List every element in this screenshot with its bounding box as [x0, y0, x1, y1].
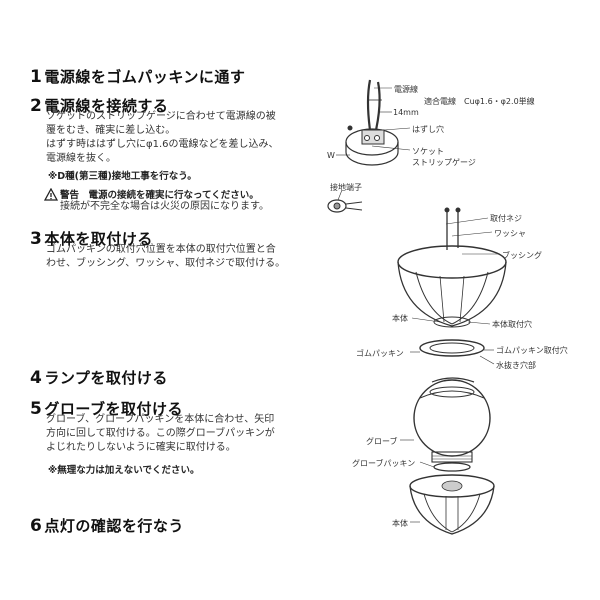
- warning-title: 警告 電源の接続を確実に行なってください。: [60, 190, 259, 201]
- label-body-lower: 本体: [392, 519, 408, 528]
- step-2-body: ソケットのストリップゲージに合わせて電源線の被 覆をむき、確実に差し込む。 はず…: [46, 110, 279, 166]
- globe-packing: [419, 461, 471, 472]
- step-4-text: ランプを取付ける: [44, 369, 168, 387]
- globe: [400, 377, 491, 463]
- label-packing-hole: ゴムパッキン取付穴: [496, 346, 568, 355]
- step-5-number: 5: [30, 399, 43, 419]
- step-3-text: 本体を取付ける: [44, 230, 153, 248]
- label-globe: グローブ: [366, 437, 398, 446]
- step-2-line: ソケットのストリップゲージに合わせて電源線の被: [46, 111, 276, 122]
- label-mount-screw: 取付ネジ: [490, 214, 522, 223]
- step-3-number: 3: [30, 229, 43, 249]
- label-ground-terminal: 接地端子: [330, 183, 362, 192]
- step-2-note: ※D種(第三種)接地工事を行なう。: [48, 171, 197, 182]
- label-strip-length: 14mm: [393, 108, 419, 117]
- warning-text: 接続が不完全な場合は火災の原因になります。: [60, 201, 269, 212]
- upper-body: [397, 207, 507, 328]
- rubber-packing: [410, 339, 495, 365]
- label-power-wire: 電源線: [394, 85, 418, 94]
- step-2-line: 電源線を抜く。: [46, 153, 116, 164]
- ground-terminal-detail: [327, 189, 363, 213]
- label-washer: ワッシャ: [494, 229, 526, 238]
- step-6-number: 6: [30, 516, 43, 536]
- label-release-hole: はずし穴: [412, 125, 444, 134]
- label-globe-packing: グローブパッキン: [352, 459, 416, 468]
- step-3-body: ゴムパッキンの取付穴位置を本体の取付穴位置と合 わせ、ブッシング、ワッシャ、取付…: [46, 243, 285, 271]
- lower-body: [409, 474, 495, 535]
- label-socket: ソケット: [412, 147, 444, 156]
- step-5-line: 方向に回して取付ける。この際グローブパッキンが: [46, 428, 275, 439]
- step-6-text: 点灯の確認を行なう: [44, 517, 184, 535]
- label-body: 本体: [392, 314, 408, 323]
- step-3-line: ゴムパッキンの取付穴位置を本体の取付穴位置と合: [46, 244, 276, 255]
- step-2-line: はずす時ははずし穴にφ1.6の電線などを差し込み、: [46, 139, 279, 150]
- step-5-line: グローブ、グローブパッキンを本体に合わせ、矢印: [46, 414, 275, 425]
- step-1-number: 1: [30, 67, 43, 87]
- step-3-line: わせ、ブッシング、ワッシャ、取付ネジで取付ける。: [46, 258, 286, 269]
- label-w-mark: W: [327, 151, 335, 160]
- step-4-number: 4: [30, 368, 43, 388]
- label-body-hole: 本体取付穴: [492, 320, 532, 329]
- label-rubber-packing: ゴムパッキン: [356, 349, 404, 358]
- warning-triangle-icon: [43, 186, 59, 205]
- step-1-text: 電源線をゴムパッキンに通す: [44, 68, 246, 86]
- step-5-note: ※無理な力は加えないでください。: [48, 465, 200, 476]
- step-5-line: よじれたりしないように確実に取付ける。: [46, 442, 236, 453]
- step-2-line: 覆をむき、確実に差し込む。: [46, 125, 176, 136]
- step-2-text: 電源線を接続する: [44, 97, 169, 115]
- step-2-number: 2: [30, 96, 43, 116]
- step-5-body: グローブ、グローブパッキンを本体に合わせ、矢印 方向に回して取付ける。この際グロ…: [46, 413, 275, 455]
- label-bushing: ブッシング: [502, 251, 542, 260]
- socket-detail: [336, 79, 411, 166]
- step-5-text: グローブを取付ける: [44, 400, 183, 418]
- label-wire-spec: 適合電線 Cuφ1.6・φ2.0単線: [424, 97, 535, 106]
- label-strip-gauge: ストリップゲージ: [412, 158, 476, 167]
- label-drain-hole: 水抜き穴部: [496, 361, 536, 370]
